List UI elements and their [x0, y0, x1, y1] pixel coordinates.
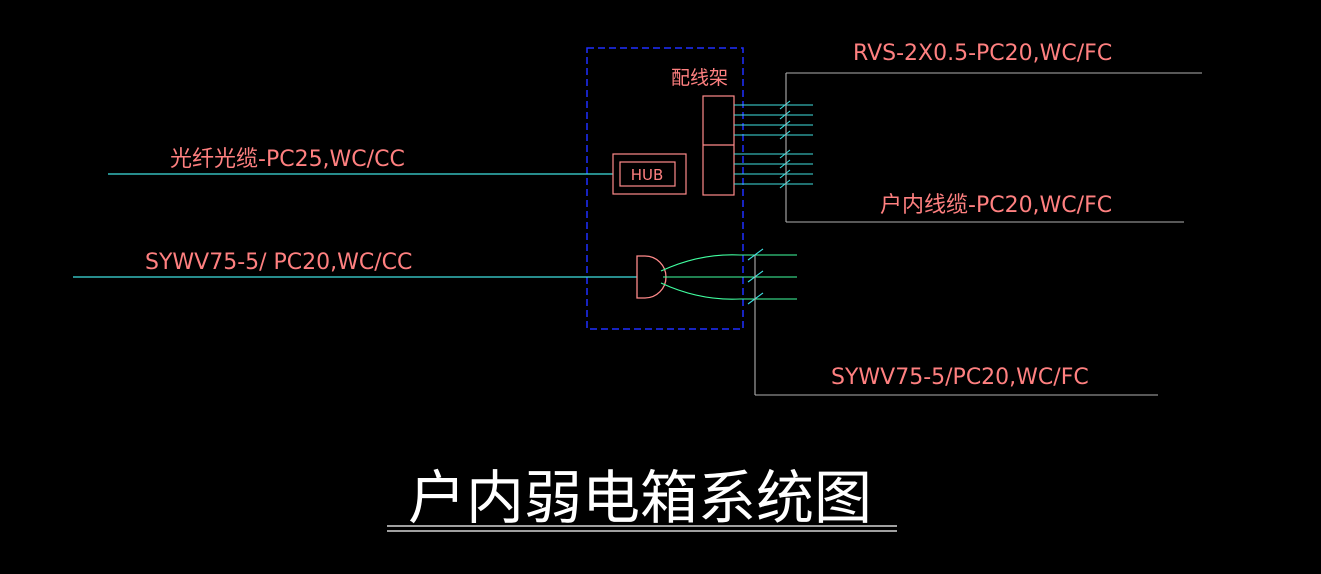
patch-panel-outputs [734, 104, 813, 185]
output-slash-ticks [779, 100, 791, 189]
enclosure-box [586, 47, 744, 330]
coax-out-label: SYWV75-5/PC20,WC/FC [831, 365, 1089, 390]
patch-panel [702, 95, 735, 196]
fiber-cable-label: 光纤光缆-PC25,WC/CC [170, 147, 405, 172]
diagram-title: 户内弱电箱系统图 [408, 464, 872, 532]
tv-splitter [636, 254, 797, 300]
coax-output-bracket [754, 255, 1158, 396]
hub-label: HUB [631, 166, 664, 184]
coax-in-label: SYWV75-5/ PC20,WC/CC [145, 250, 412, 275]
patch-output-bracket [785, 72, 1202, 223]
patch-panel-label: 配线架 [671, 67, 728, 89]
title-underline [387, 525, 897, 532]
indoor-line-label: 户内线缆-PC20,WC/FC [880, 193, 1112, 218]
hub-unit: HUB [612, 153, 687, 195]
rvs-cable-label: RVS-2X0.5-PC20,WC/FC [853, 41, 1112, 66]
